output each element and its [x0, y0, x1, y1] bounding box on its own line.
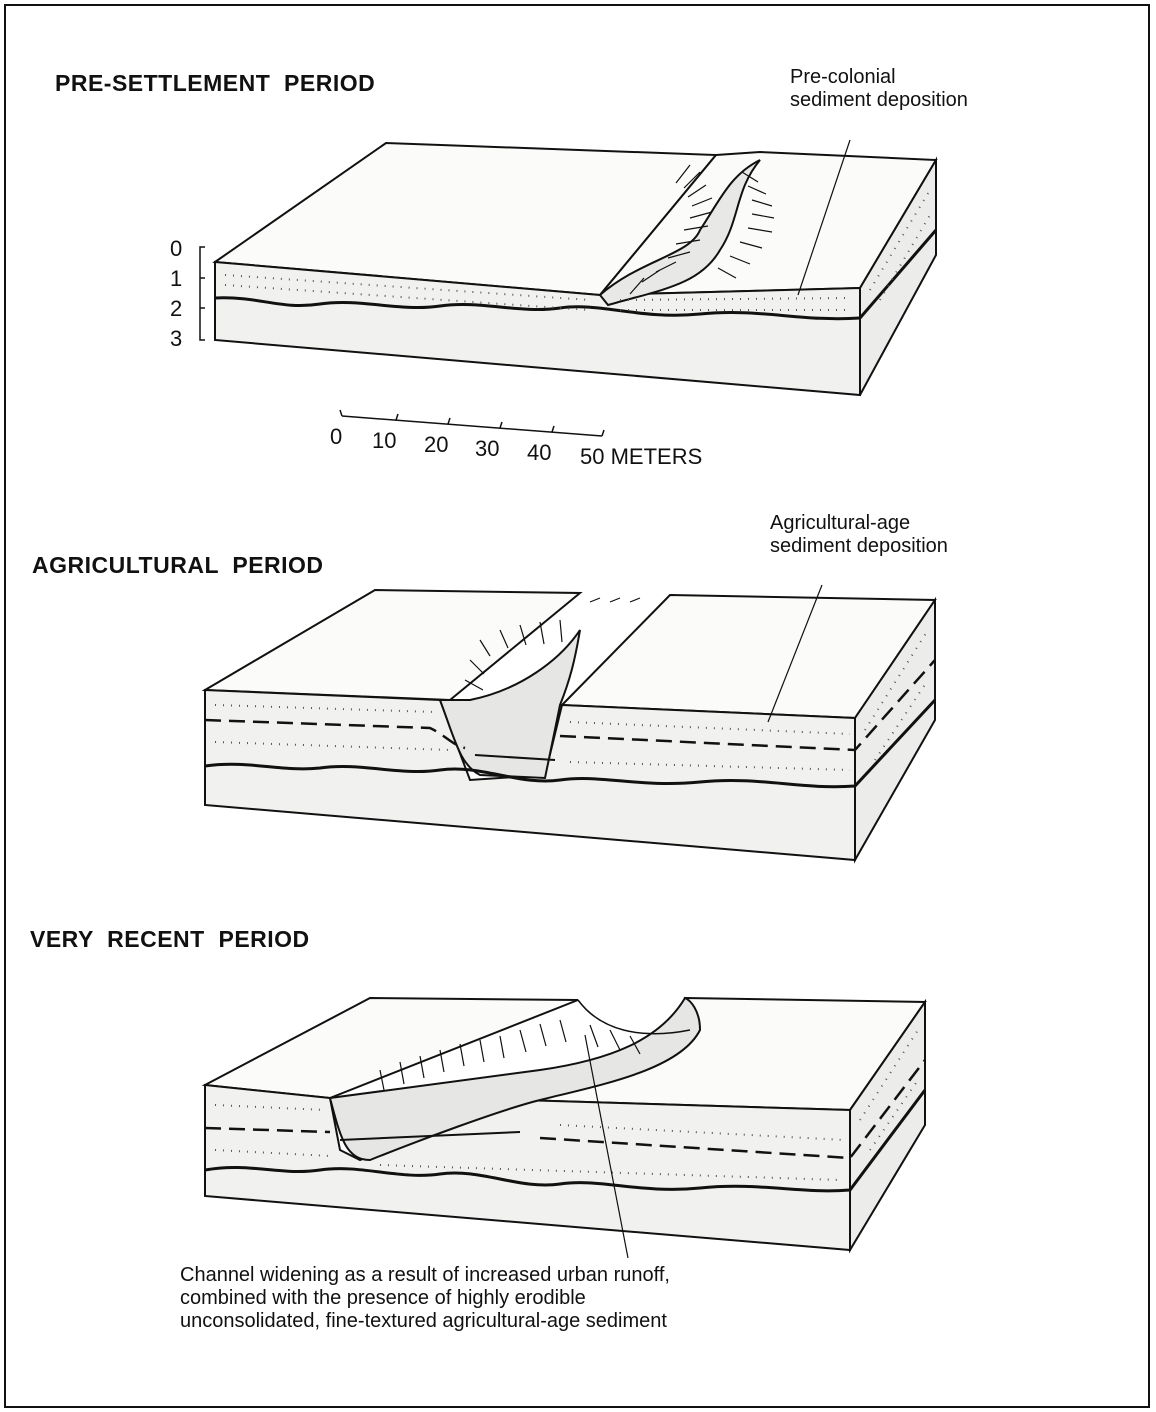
- front-face: [205, 1085, 850, 1250]
